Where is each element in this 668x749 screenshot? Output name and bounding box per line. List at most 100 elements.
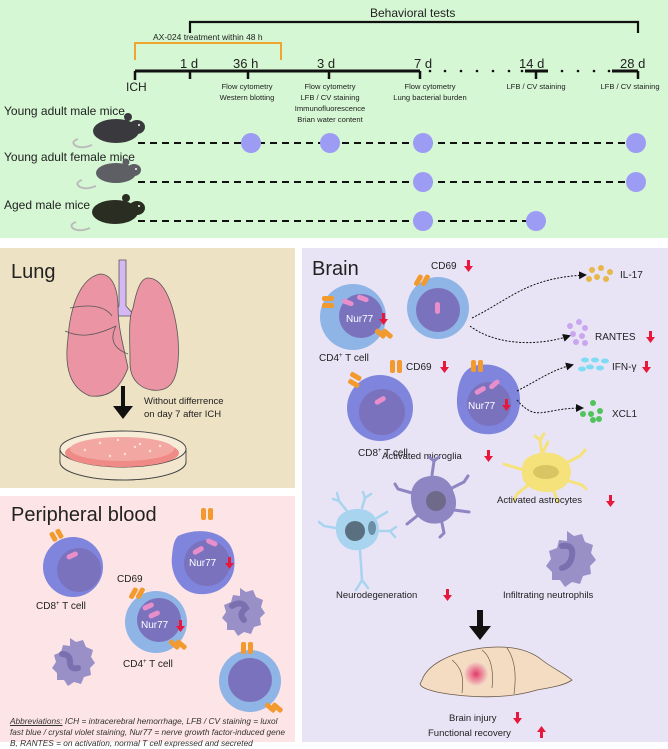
- behavioral-tests-label: Behavioral tests: [370, 6, 455, 20]
- neurodegeneration-label: Neurodegeneration: [336, 590, 417, 601]
- lung-diagram: Lung Without differrence on day 7 after …: [11, 259, 224, 481]
- sample-dot-young-male-3d: [320, 133, 340, 153]
- neutrophil-icon: [222, 588, 265, 636]
- notes-14d: LFB / CV staining: [506, 82, 565, 91]
- down-arrow-icon: [469, 610, 491, 640]
- brain-cd4-label: CD4+ T cell: [319, 353, 369, 364]
- mouse-brain-icon: [419, 646, 573, 698]
- sample-dot-young-male-28d: [626, 133, 646, 153]
- neutrophil-icon: [546, 531, 596, 587]
- sample-dot-young-male-36h: [241, 133, 261, 153]
- svg-text:Immunofluorescence: Immunofluorescence: [295, 104, 366, 113]
- brain-nur77-label-2: Nur77: [468, 401, 496, 412]
- lung-result-line2: on day 7 after ICH: [144, 409, 221, 420]
- down-arrow-icon: [642, 361, 651, 373]
- timeline-dotted-break-2: [560, 69, 611, 73]
- svg-text:Western blotting: Western blotting: [220, 93, 275, 102]
- lung-result-line1: Without differrence: [144, 396, 224, 407]
- lung-panel: Lung Without differrence on day 7 after …: [0, 248, 295, 488]
- down-arrow-icon: [225, 557, 234, 569]
- cohort-label-young-female: Young adult female mice: [4, 150, 135, 164]
- down-arrow-icon: [176, 620, 185, 632]
- blood-nur77-label-2: Nur77: [141, 620, 169, 631]
- timepoint-3d: 3 d: [317, 56, 335, 71]
- cd8-t-cell-icon: [43, 528, 103, 597]
- cd8-t-cell-nur77-icon: [456, 360, 520, 435]
- timepoint-1d: 1 d: [180, 56, 198, 71]
- neuron-icon: [317, 490, 398, 592]
- svg-text:Flow cytometry: Flow cytometry: [221, 82, 272, 91]
- mouse-icon-aged-male: [70, 194, 145, 232]
- astrocytes-label: Activated astrocytes: [497, 495, 582, 506]
- lung-title: Lung: [11, 261, 56, 283]
- neutrophil-icon: [52, 638, 95, 686]
- secretion-arrow-rantes: [469, 325, 571, 344]
- cd4-t-cell-nur77-icon: [320, 284, 393, 350]
- microglia-icon: [393, 455, 471, 539]
- up-arrow-icon: [537, 726, 546, 738]
- down-arrow-icon: [464, 260, 473, 272]
- notes-7d: Flow cytometry Lung bacterial burden: [393, 82, 466, 102]
- brain-cd69-label-1: CD69: [431, 261, 457, 272]
- svg-text:Brian water content: Brian water content: [297, 115, 363, 124]
- cohort-label-aged-male: Aged male mice: [4, 198, 90, 212]
- neutrophils-label: Infiltrating neutrophils: [503, 590, 594, 601]
- cd4-t-cell-icon: [125, 587, 187, 653]
- timepoint-7d: 7 d: [414, 56, 432, 71]
- astrocyte-icon: [502, 432, 588, 504]
- timeline-diagram: Behavioral tests AX-024 treatment within…: [4, 6, 660, 232]
- petri-dish-icon: [59, 430, 187, 481]
- brain-nur77-label-1: Nur77: [346, 314, 374, 325]
- notes-3d: Flow cytometry LFB / CV staining Immunof…: [295, 82, 366, 124]
- ifng-molecules-icon: [578, 357, 609, 372]
- abbreviations-heading: Abbreviations:: [10, 716, 63, 726]
- blood-nur77-label-1: Nur77: [189, 558, 217, 569]
- cytokine-label-rantes: RANTES: [595, 332, 636, 343]
- notes-36h: Flow cytometry Western blotting: [220, 82, 275, 102]
- down-arrow-icon: [502, 399, 511, 411]
- blood-cd4-label: CD4+ T cell: [123, 659, 173, 670]
- treatment-bracket: [134, 42, 282, 60]
- microglia-label: Activated microglia: [382, 451, 462, 462]
- timeline-panel: Behavioral tests AX-024 treatment within…: [0, 0, 668, 238]
- blood-cd8-label: CD8+ T cell: [36, 601, 86, 612]
- cohort-label-young-male: Young adult male mice: [4, 104, 125, 118]
- sample-dot-aged-male-14d: [526, 211, 546, 231]
- svg-text:Flow cytometry: Flow cytometry: [304, 82, 355, 91]
- cd8-t-cell-nur77-icon: [171, 508, 235, 595]
- down-arrow-icon: [646, 331, 655, 343]
- abbreviations-note: Abbreviations: ICH = intracerebral hemor…: [10, 716, 290, 749]
- down-arrow-icon: [443, 589, 452, 601]
- outcome-brain-injury: Brain injury: [449, 713, 497, 724]
- outcome-functional-recovery: Functional recovery: [428, 728, 511, 739]
- sample-dot-young-male-7d: [413, 133, 433, 153]
- secretion-arrow-il17: [471, 271, 587, 319]
- cytokine-label-il17: IL-17: [620, 270, 643, 281]
- peripheral-blood-diagram: Peripheral blood CD8+ T cell Nur77 CD69: [11, 504, 283, 713]
- svg-text:Lung bacterial burden: Lung bacterial burden: [393, 93, 466, 102]
- timepoint-36h: 36 h: [233, 56, 258, 71]
- peripheral-blood-title: Peripheral blood: [11, 504, 157, 526]
- down-arrow-icon: [379, 313, 388, 325]
- blood-cd69-label: CD69: [117, 574, 143, 585]
- peripheral-blood-panel: Peripheral blood CD8+ T cell Nur77 CD69: [0, 496, 295, 742]
- mouse-icon-young-female: [76, 158, 141, 190]
- sample-dot-aged-male-7d: [413, 211, 433, 231]
- treatment-label: AX-024 treatment within 48 h: [153, 32, 263, 42]
- timepoint-ich: ICH: [126, 80, 147, 94]
- cytokine-label-xcl1: XCL1: [612, 409, 637, 420]
- timepoint-14d: 14 d: [519, 56, 544, 71]
- secretion-arrow-ifng: [516, 362, 574, 392]
- cd8-t-cell-cd69-icon: [347, 360, 413, 441]
- brain-diagram: Brain Nur77 CD4+ T cell CD69: [312, 258, 655, 739]
- brain-panel: Brain Nur77 CD4+ T cell CD69: [302, 248, 668, 742]
- svg-text:Flow cytometry: Flow cytometry: [404, 82, 455, 91]
- sample-dot-young-female-28d: [626, 172, 646, 192]
- brain-cd8-label: CD8+ T cell: [358, 448, 408, 459]
- xcl1-molecules-icon: [580, 400, 603, 423]
- down-arrow-icon: [440, 361, 449, 373]
- mouse-icon-young-male: [72, 113, 145, 149]
- sample-dot-young-female-7d: [413, 172, 433, 192]
- secretion-arrow-xcl1: [516, 399, 584, 414]
- notes-28d: LFB / CV staining: [600, 82, 659, 91]
